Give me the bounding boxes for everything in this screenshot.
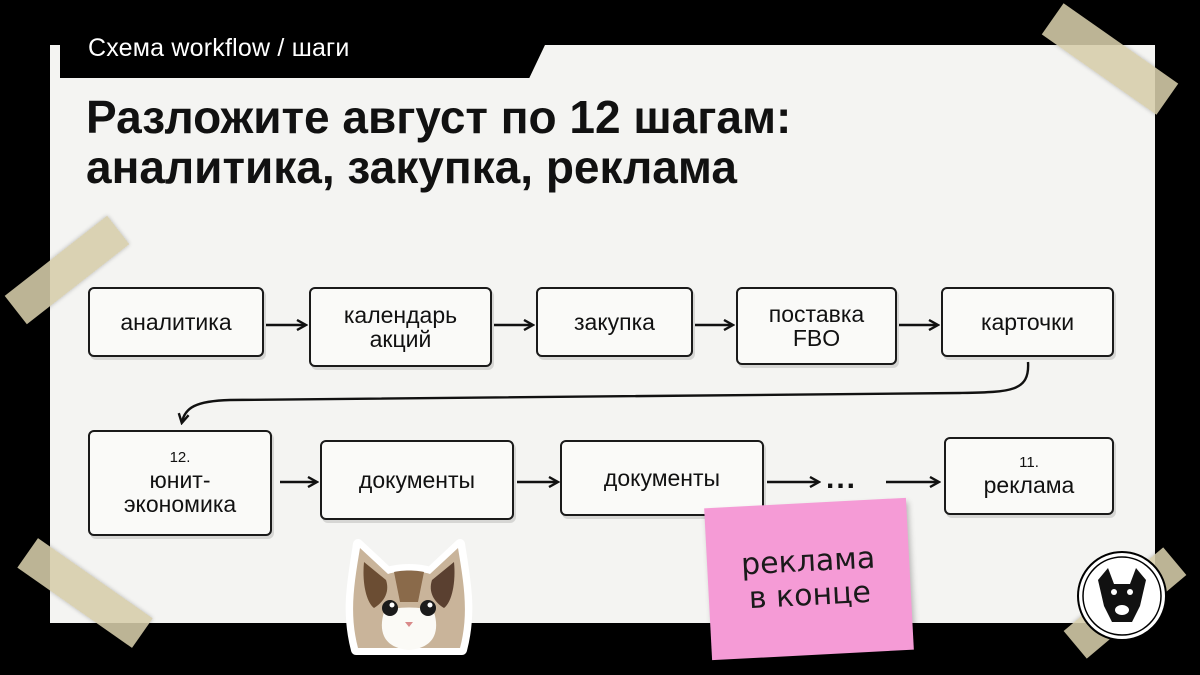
step-box-fbo-delivery: поставка FBO — [736, 287, 897, 365]
header-tab — [60, 26, 554, 78]
step-label: юнит- — [149, 466, 211, 493]
ellipsis: ... — [826, 462, 858, 495]
step-box-unit-economics: 12. юнит- экономика — [88, 430, 272, 536]
step-box-promo-calendar: календарь акций — [309, 287, 492, 367]
step-label: экономика — [123, 490, 237, 517]
dog-logo-icon — [1077, 551, 1167, 641]
title-line-2: аналитика, закупка, реклама — [86, 140, 737, 193]
step-label: поставка — [768, 300, 865, 327]
step-label: карточки — [980, 308, 1075, 335]
step-box-documents-2: документы — [560, 440, 764, 516]
step-box-ads: 11. реклама — [944, 437, 1114, 515]
step-label: аналитика — [120, 308, 232, 335]
step-label: документы — [603, 464, 721, 491]
sticky-line-2: в конце — [747, 574, 872, 617]
step-label: акций — [369, 326, 432, 352]
step-label: реклама — [983, 471, 1075, 498]
page-title: Разложите август по 12 шагам: аналитика,… — [86, 91, 1086, 193]
step-label: документы — [358, 466, 476, 493]
step-label: закупка — [574, 308, 655, 335]
step-label: FBO — [792, 325, 841, 351]
title-line-1: Разложите август по 12 шагам: — [86, 91, 792, 143]
step-label: календарь — [343, 301, 458, 328]
tab-label: Схема workflow / шаги — [88, 34, 350, 62]
step-box-analytics: аналитика — [88, 287, 264, 357]
sticky-note: реклама в конце — [704, 497, 914, 661]
step-box-purchase: закупка — [536, 287, 693, 357]
cat-sticker-icon — [345, 539, 473, 655]
step-number: 11. — [1019, 454, 1039, 472]
step-box-documents-1: документы — [320, 440, 514, 520]
step-box-cards: карточки — [941, 287, 1114, 357]
step-number: 12. — [169, 448, 191, 466]
